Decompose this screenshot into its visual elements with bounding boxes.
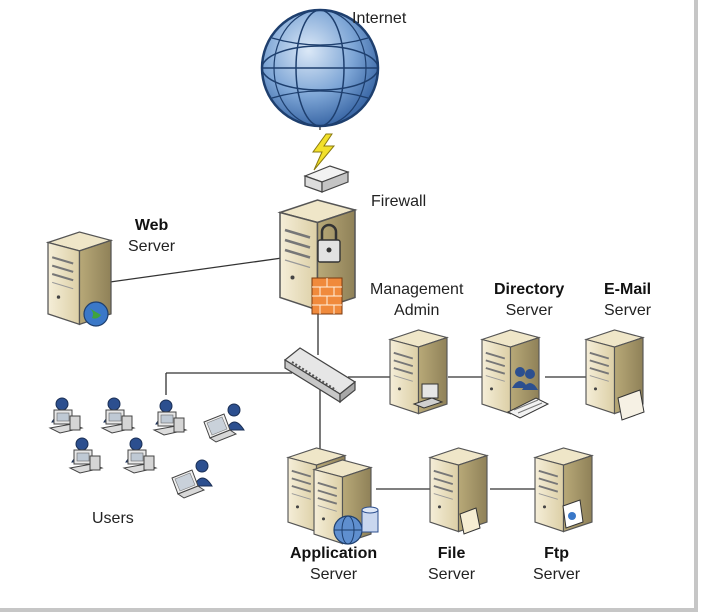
globe-icon — [260, 8, 380, 128]
user-workstation-icon — [101, 397, 135, 434]
user-workstation-icon — [69, 437, 103, 474]
directory-users-badge-icon — [512, 367, 538, 390]
file-server-label: File Server — [428, 545, 476, 583]
directory-server-label: Directory Server — [494, 281, 565, 319]
users-label: Users — [92, 510, 134, 527]
envelope-icon — [617, 389, 645, 421]
admin-terminal-icon — [412, 383, 444, 409]
web-server-label: Web Server — [128, 217, 176, 255]
line-web-firewall — [109, 257, 283, 283]
switch-icon — [283, 347, 357, 404]
lightning-icon — [312, 133, 336, 171]
firewall-label: Firewall — [371, 193, 427, 210]
card-file-icon — [506, 397, 550, 419]
user-workstation-icon — [123, 437, 157, 474]
management-admin-label: Management Admin — [370, 281, 464, 319]
folder-icon — [459, 507, 481, 535]
application-server-label: Application Server — [290, 545, 378, 583]
brick-wall-icon — [311, 277, 343, 315]
users-group — [49, 397, 245, 499]
user-laptop-icon — [203, 403, 245, 443]
lock-icon — [317, 223, 341, 263]
ftp-document-icon — [562, 499, 584, 529]
application-server-icon — [287, 447, 379, 545]
ftp-server-icon — [534, 447, 593, 533]
internet-label: Internet — [352, 10, 407, 27]
email-server-label: E-Mail Server — [604, 281, 652, 319]
user-workstation-icon — [153, 399, 187, 436]
web-globe-badge-icon — [83, 301, 109, 327]
user-workstation-icon — [49, 397, 83, 434]
router-icon — [303, 165, 350, 193]
user-laptop-icon — [171, 459, 213, 499]
ftp-server-label: Ftp Server — [533, 545, 581, 583]
